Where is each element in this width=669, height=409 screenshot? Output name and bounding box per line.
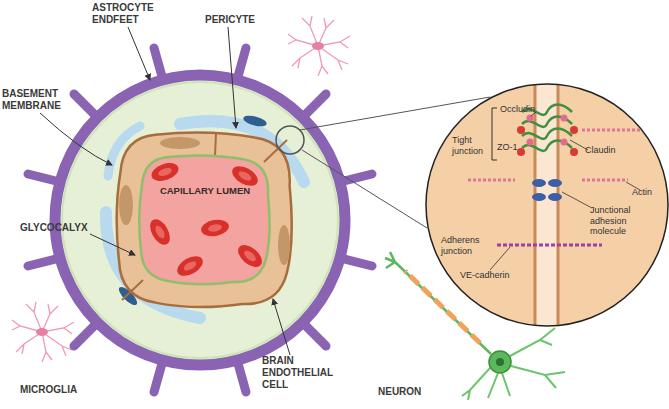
neuron-nucleus <box>496 358 504 366</box>
red-blood-cell-center <box>237 169 253 182</box>
part-label: PERICYTE <box>205 14 275 26</box>
actin-filaments <box>468 130 642 180</box>
endothelial-wall <box>117 133 292 307</box>
leader-arrow <box>40 113 112 165</box>
part-label: GLYCOCALYX <box>20 222 100 234</box>
lumen-fill <box>139 155 269 284</box>
endothelial-cell <box>558 60 669 360</box>
cell-junction <box>264 140 287 162</box>
basement-membrane <box>62 82 338 358</box>
protein-label: VE-cadherin <box>460 270 520 281</box>
zoom-line <box>302 150 427 228</box>
inset-circle <box>426 84 668 326</box>
red-blood-cell <box>174 252 206 280</box>
occludin-protein <box>527 139 534 146</box>
junction-label: Adherens junction <box>441 235 493 256</box>
leader-arrow <box>228 27 236 128</box>
red-blood-cell <box>149 160 181 185</box>
leader-line <box>562 192 592 208</box>
cell-junction <box>215 133 216 156</box>
neuron-soma <box>489 351 511 373</box>
zo1-protein <box>517 148 525 156</box>
junction-detail <box>400 60 669 360</box>
capillary-lumen: CAPILLARY LUMEN <box>138 155 272 285</box>
endothelial-junctions <box>122 133 287 300</box>
red-blood-cell <box>234 241 266 271</box>
microglia-cell <box>288 16 350 76</box>
label-leaders <box>40 27 290 355</box>
junction-inset-outline <box>425 83 669 327</box>
protein-label: ZO-1 <box>497 142 521 153</box>
protein-label: Claudin <box>585 145 625 156</box>
lumen-label: CAPILLARY LUMEN <box>138 185 272 196</box>
zo1-protein <box>517 126 525 134</box>
part-label: MICROGLIA <box>20 384 100 396</box>
cell-junction <box>122 280 143 300</box>
occludin-protein <box>561 115 568 122</box>
endothelial-nucleus <box>278 225 290 265</box>
inset-leaders <box>490 112 640 270</box>
red-blood-cell-center <box>182 259 198 272</box>
red-blood-cell-center <box>207 223 222 232</box>
occludin-protein <box>527 115 534 122</box>
leader-arrow <box>273 299 290 355</box>
astrocyte-endfeet-ring <box>55 75 345 365</box>
tight-junction-bracket <box>492 108 497 160</box>
red-blood-cell-center <box>242 249 257 263</box>
protein-label: Junctional adhesion molecule <box>590 205 656 237</box>
jam-protein <box>532 193 546 201</box>
part-label: NEURON <box>378 386 438 398</box>
leader-arrow <box>90 234 135 255</box>
jam-protein <box>548 193 562 201</box>
glycocalyx-outline <box>139 155 269 284</box>
endothelial-nucleus <box>160 137 200 149</box>
red-blood-cell-center <box>157 166 173 177</box>
endothelial-nucleus <box>119 185 133 225</box>
jam-protein <box>532 179 546 187</box>
protein-label: Occludin <box>500 104 550 115</box>
junction-label: Tight junction <box>452 135 490 156</box>
protein-label: Actin <box>632 187 660 198</box>
ve-cadherin-strand <box>497 244 602 247</box>
part-label: BASEMENT MEMBRANE <box>2 88 80 112</box>
astrocyte-processes <box>28 48 372 392</box>
red-blood-cells <box>146 160 266 280</box>
part-label: ASTROCYTE ENDFEET <box>92 2 172 26</box>
jam-protein <box>548 179 562 187</box>
zo1-protein <box>570 126 578 134</box>
zoom-circle <box>276 126 304 154</box>
pericyte-nucleus <box>242 114 268 129</box>
red-blood-cell-center <box>153 224 166 240</box>
microglia-cell <box>12 302 74 362</box>
neuron-dendrites <box>462 328 565 400</box>
part-label: BRAIN ENDOTHELIAL CELL <box>262 355 347 391</box>
red-blood-cell <box>146 216 174 248</box>
junction-inset: OccludinTight junction ZO-1 ClaudinActinJu… <box>425 83 669 327</box>
red-blood-cell <box>200 218 230 239</box>
leader-line <box>490 247 510 270</box>
capillary-lumen-outline <box>138 155 272 285</box>
occludin-protein <box>561 139 568 146</box>
leader-arrow <box>128 27 150 80</box>
zo1-protein <box>570 148 578 156</box>
